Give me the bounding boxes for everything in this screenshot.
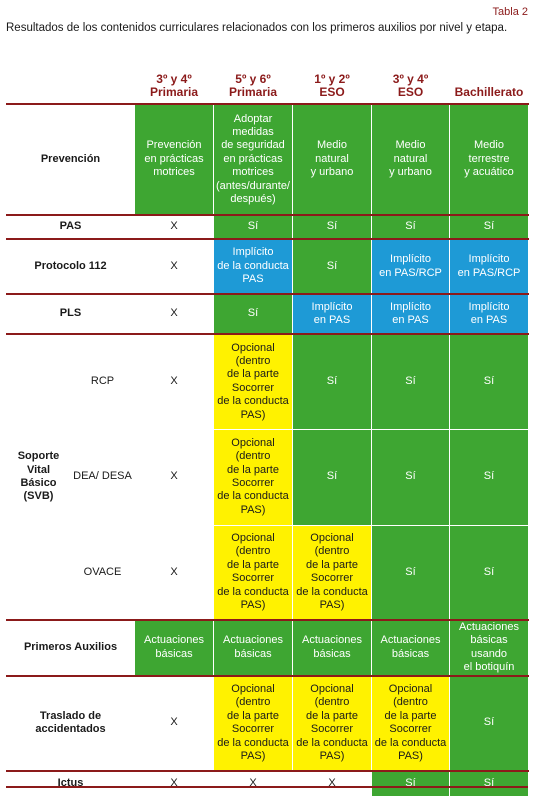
table-cell: Prevención en prácticas motrices (134, 103, 214, 216)
row-label: Protocolo 112 (6, 238, 135, 295)
table-cell: Opcional (dentro de la parte Socorrer de… (292, 675, 372, 772)
table-cell: Opcional (dentro de la parte Socorrer de… (292, 524, 372, 621)
table-cell: Implícito en PAS (292, 293, 372, 335)
header-3-4-primaria: 3º y 4º Primaria (149, 71, 199, 99)
table-cell: X (213, 770, 293, 797)
table-cell: Sí (449, 333, 529, 430)
table-cell: Actuaciones básicas usando el botiquín (449, 619, 529, 677)
group-label-svb: Soporte Vital Básico (SVB) (6, 333, 71, 621)
row-label: Prevención (6, 103, 135, 216)
table-cell: Implícito en PAS (371, 293, 450, 335)
table-row: Primeros Auxilios Actuaciones básicas Ac… (6, 619, 529, 677)
table-row: Ictus X X X Sí Sí (6, 770, 529, 797)
table-cell: Medio natural y urbano (292, 103, 372, 216)
table-cell: X (134, 524, 214, 621)
table-row: OVACE X Opcional (dentro de la parte Soc… (7, 524, 529, 621)
header-bachillerato: Bachillerato (454, 84, 524, 99)
table-cell: Implícito en PAS/RCP (371, 238, 450, 295)
row-label: Ictus (6, 770, 135, 797)
header-5-6-primaria: 5º y 6º Primaria (228, 71, 278, 99)
table-cell: Medio natural y urbano (371, 103, 450, 216)
table-cell: X (134, 214, 214, 240)
table-row: PAS X Sí Sí Sí Sí (6, 214, 529, 240)
table-cell: Sí (371, 214, 450, 240)
table-cell: Sí (449, 428, 529, 526)
table-cell: Opcional (dentro de la parte Socorrer de… (213, 333, 293, 430)
table-cell: Sí (449, 214, 529, 240)
table-cell: X (134, 238, 214, 295)
table-cell: X (134, 333, 214, 430)
bottom-rule (6, 786, 528, 788)
table-cell: Medio terrestre y acuático (449, 103, 529, 216)
table-cell: Sí (213, 293, 293, 335)
header-1-2-eso: 1º y 2º ESO (314, 71, 350, 99)
table-row: Prevención Prevención en prácticas motri… (6, 103, 529, 216)
table-cell: Sí (371, 428, 450, 526)
table-cell: Sí (371, 333, 450, 430)
table-cell: Implícito en PAS/RCP (449, 238, 529, 295)
table-row: Traslado de accidentados X Opcional (den… (6, 675, 529, 772)
table-cell: Sí (371, 770, 450, 797)
row-label: RCP (70, 333, 135, 430)
table-cell: Sí (292, 238, 372, 295)
row-label: PAS (6, 214, 135, 240)
table-cell: Opcional (dentro de la parte Socorrer de… (213, 428, 293, 526)
table-cell: Implícito de la conducta PAS (213, 238, 293, 295)
table-cell: Actuaciones básicas (371, 619, 450, 677)
table-cell: Sí (449, 675, 529, 772)
table-row: PLS X Sí Implícito en PAS Implícito en P… (6, 293, 529, 335)
table-cell: Sí (449, 524, 529, 621)
row-label: Primeros Auxilios (6, 619, 135, 677)
curriculum-table: 3º y 4º Primaria 5º y 6º Primaria 1º y 2… (6, 62, 529, 797)
table-cell: Sí (371, 524, 450, 621)
row-label: Traslado de accidentados (6, 675, 135, 772)
table-row: DEA/ DESA X Opcional (dentro de la parte… (7, 428, 529, 526)
table-cell: Actuaciones básicas (292, 619, 372, 677)
row-label: OVACE (70, 524, 135, 621)
table-cell: Sí (292, 333, 372, 430)
table-cell: X (292, 770, 372, 797)
table-cell: X (134, 770, 214, 797)
table-cell: Opcional (dentro de la parte Socorrer de… (213, 675, 293, 772)
table-caption: Resultados de los contenidos curriculare… (6, 22, 508, 34)
table-cell: Sí (292, 214, 372, 240)
table-cell: Actuaciones básicas (213, 619, 293, 677)
table-cell: Adoptar medidas de seguridad en práctica… (213, 103, 293, 216)
table-cell: Opcional (dentro de la parte Socorrer de… (371, 675, 450, 772)
header-row: 3º y 4º Primaria 5º y 6º Primaria 1º y 2… (7, 62, 529, 104)
table-cell: X (134, 675, 214, 772)
table-cell: Sí (292, 428, 372, 526)
row-label: PLS (6, 293, 135, 335)
table-number: Tabla 2 (492, 6, 528, 18)
table-cell: Actuaciones básicas (134, 619, 214, 677)
table-cell: X (134, 293, 214, 335)
table-cell: Implícito en PAS (449, 293, 529, 335)
table-cell: X (134, 428, 214, 526)
table-cell: Sí (213, 214, 293, 240)
table-row: Protocolo 112 X Implícito de la conducta… (6, 238, 529, 295)
header-corner (7, 62, 135, 104)
row-label: DEA/ DESA (70, 428, 135, 526)
header-3-4-eso: 3º y 4º ESO (392, 71, 429, 99)
table-cell: Sí (449, 770, 529, 797)
table-cell: Opcional (dentro de la parte Socorrer de… (213, 524, 293, 621)
table-row: Soporte Vital Básico (SVB) RCP X Opciona… (6, 333, 529, 621)
